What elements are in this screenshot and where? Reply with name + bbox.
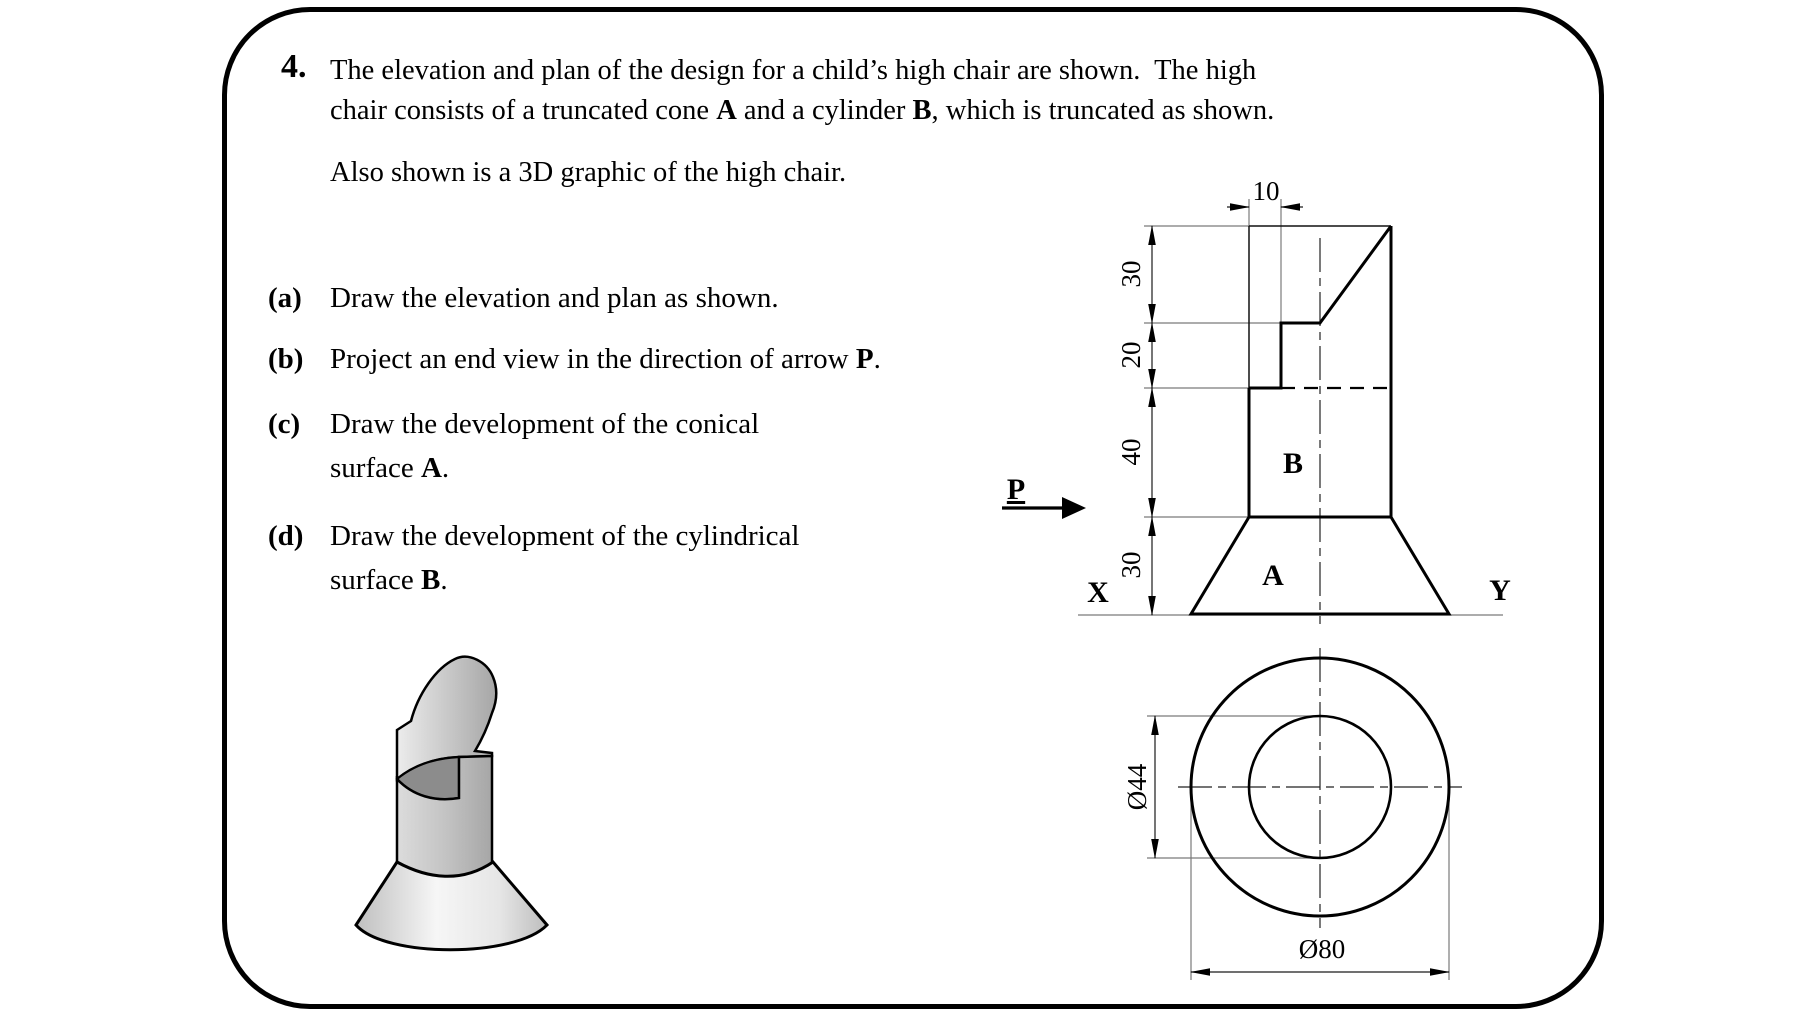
question-number: 4. xyxy=(281,48,307,85)
task-c-marker: (c) xyxy=(268,408,301,440)
label-X: X xyxy=(1087,576,1109,609)
dim-40: 40 xyxy=(1116,439,1146,466)
task-b-pre: Project an end view in the direction of … xyxy=(330,343,856,375)
question-line-3: Also shown is a 3D graphic of the high c… xyxy=(330,157,847,188)
task-a-marker: (a) xyxy=(268,282,302,314)
task-d-post: . xyxy=(440,564,448,596)
dimension-lines xyxy=(1148,203,1450,976)
task-b-marker: (b) xyxy=(268,343,304,375)
question-line-2: chair consists of a truncated cone A and… xyxy=(330,95,1275,126)
dim-30-lower: 30 xyxy=(1116,552,1146,579)
orthographic-drawing: 10 30 20 40 30 Ø44 Ø80 B A X Y P xyxy=(1002,176,1511,980)
label-Y: Y xyxy=(1489,574,1511,607)
high-chair-3d-graphic xyxy=(354,655,550,952)
task-c-post: . xyxy=(441,452,450,484)
task-b-post: . xyxy=(873,343,881,375)
dim-inner-diameter: Ø44 xyxy=(1122,763,1152,810)
task-d-line2: surface B. xyxy=(330,566,448,595)
task-c-line1: Draw the development of the conical xyxy=(330,408,760,440)
dim-outer-diameter: Ø80 xyxy=(1299,934,1346,964)
task-b-text: Project an end view in the direction of … xyxy=(330,345,881,374)
task-c-pre: surface xyxy=(330,452,421,484)
q2-bold-A: A xyxy=(716,95,737,126)
elevation-light-edges xyxy=(1248,225,1391,388)
task-b-bold: P xyxy=(855,343,874,375)
task-c-line2: surface A. xyxy=(330,454,449,483)
task-d-pre: surface xyxy=(330,564,421,596)
centerlines xyxy=(1178,238,1462,928)
arrow-P-head xyxy=(1062,497,1086,519)
task-d-bold: B xyxy=(420,564,441,596)
label-P: P xyxy=(1007,473,1025,506)
question-line-1: The elevation and plan of the design for… xyxy=(330,55,1257,86)
cone-outline xyxy=(1188,516,1452,616)
question-border-frame xyxy=(222,7,1604,1009)
task-a-text: Draw the elevation and plan as shown. xyxy=(330,282,779,314)
q2-mid: and a cylinder xyxy=(736,95,913,126)
extension-lines xyxy=(1078,199,1503,980)
seat-step-and-slant-cut xyxy=(1249,225,1393,390)
dim-20: 20 xyxy=(1116,342,1146,369)
dim-30-upper: 30 xyxy=(1116,261,1146,288)
q2-bold-B: B xyxy=(912,95,932,126)
label-cylinder-B: B xyxy=(1283,447,1303,480)
label-cone-A: A xyxy=(1262,559,1284,592)
dim-top-10: 10 xyxy=(1253,176,1280,206)
task-c-bold: A xyxy=(420,452,442,484)
elevation-outline xyxy=(1188,225,1452,616)
task-d-marker: (d) xyxy=(268,520,304,552)
plan-inner-circle xyxy=(1247,714,1393,860)
plan-outer-circle xyxy=(1189,656,1451,918)
cone-base-3d xyxy=(354,860,550,952)
q2-post: , which is truncated as shown. xyxy=(931,95,1275,126)
task-d-line1: Draw the development of the cylindrical xyxy=(330,520,800,552)
q2-pre: chair consists of a truncated cone xyxy=(330,95,717,126)
arrow-P xyxy=(1002,497,1086,519)
